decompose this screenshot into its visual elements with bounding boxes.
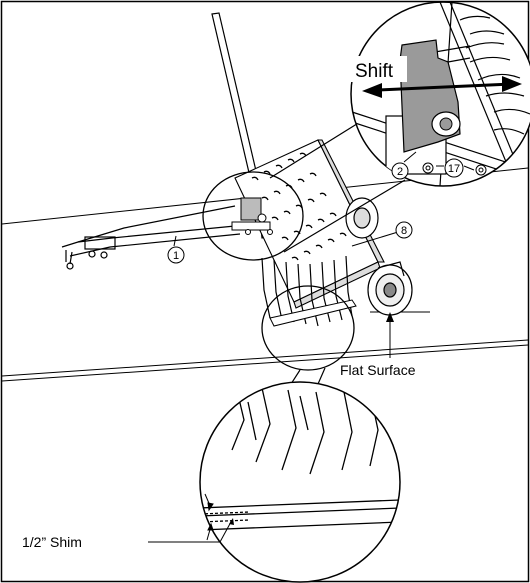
- rake-tines: [261, 255, 353, 327]
- svg-text:8: 8: [401, 225, 407, 237]
- shift-arrow-right-head: [502, 76, 522, 92]
- bracket-bolt: [439, 117, 453, 131]
- shift-detail-view: Shift: [350, 1, 530, 187]
- rake-frame: [234, 139, 385, 309]
- callout-17: 17: [436, 158, 475, 178]
- rear-wheel: [345, 197, 379, 239]
- detail-circle-bracket: [202, 171, 304, 261]
- shim-dimension-arrows: [204, 493, 214, 541]
- shift-arrow-left-head: [362, 83, 382, 98]
- shim-callout: 1/2” Shim: [22, 518, 234, 550]
- tine-base-plate: [269, 299, 357, 327]
- detail-circle-tines: [261, 285, 355, 371]
- callout-8: 8: [351, 221, 413, 247]
- svg-text:17: 17: [448, 163, 460, 175]
- flat-surface-callout: Flat Surface: [340, 312, 416, 378]
- shim-detail-view: [199, 381, 401, 583]
- svg-text:1: 1: [173, 250, 179, 262]
- svg-text:2: 2: [397, 166, 403, 178]
- shift-label: Shift: [355, 61, 394, 82]
- handle-bracket: [231, 197, 273, 235]
- shift-label-bg: [351, 56, 407, 82]
- callout-2: 2: [391, 151, 417, 180]
- callout-1: 1: [167, 235, 185, 264]
- flat-surface-label: Flat Surface: [340, 362, 416, 378]
- tow-bar: [61, 205, 241, 270]
- shift-arrow: [377, 82, 513, 92]
- shim-label: 1/2” Shim: [22, 534, 82, 550]
